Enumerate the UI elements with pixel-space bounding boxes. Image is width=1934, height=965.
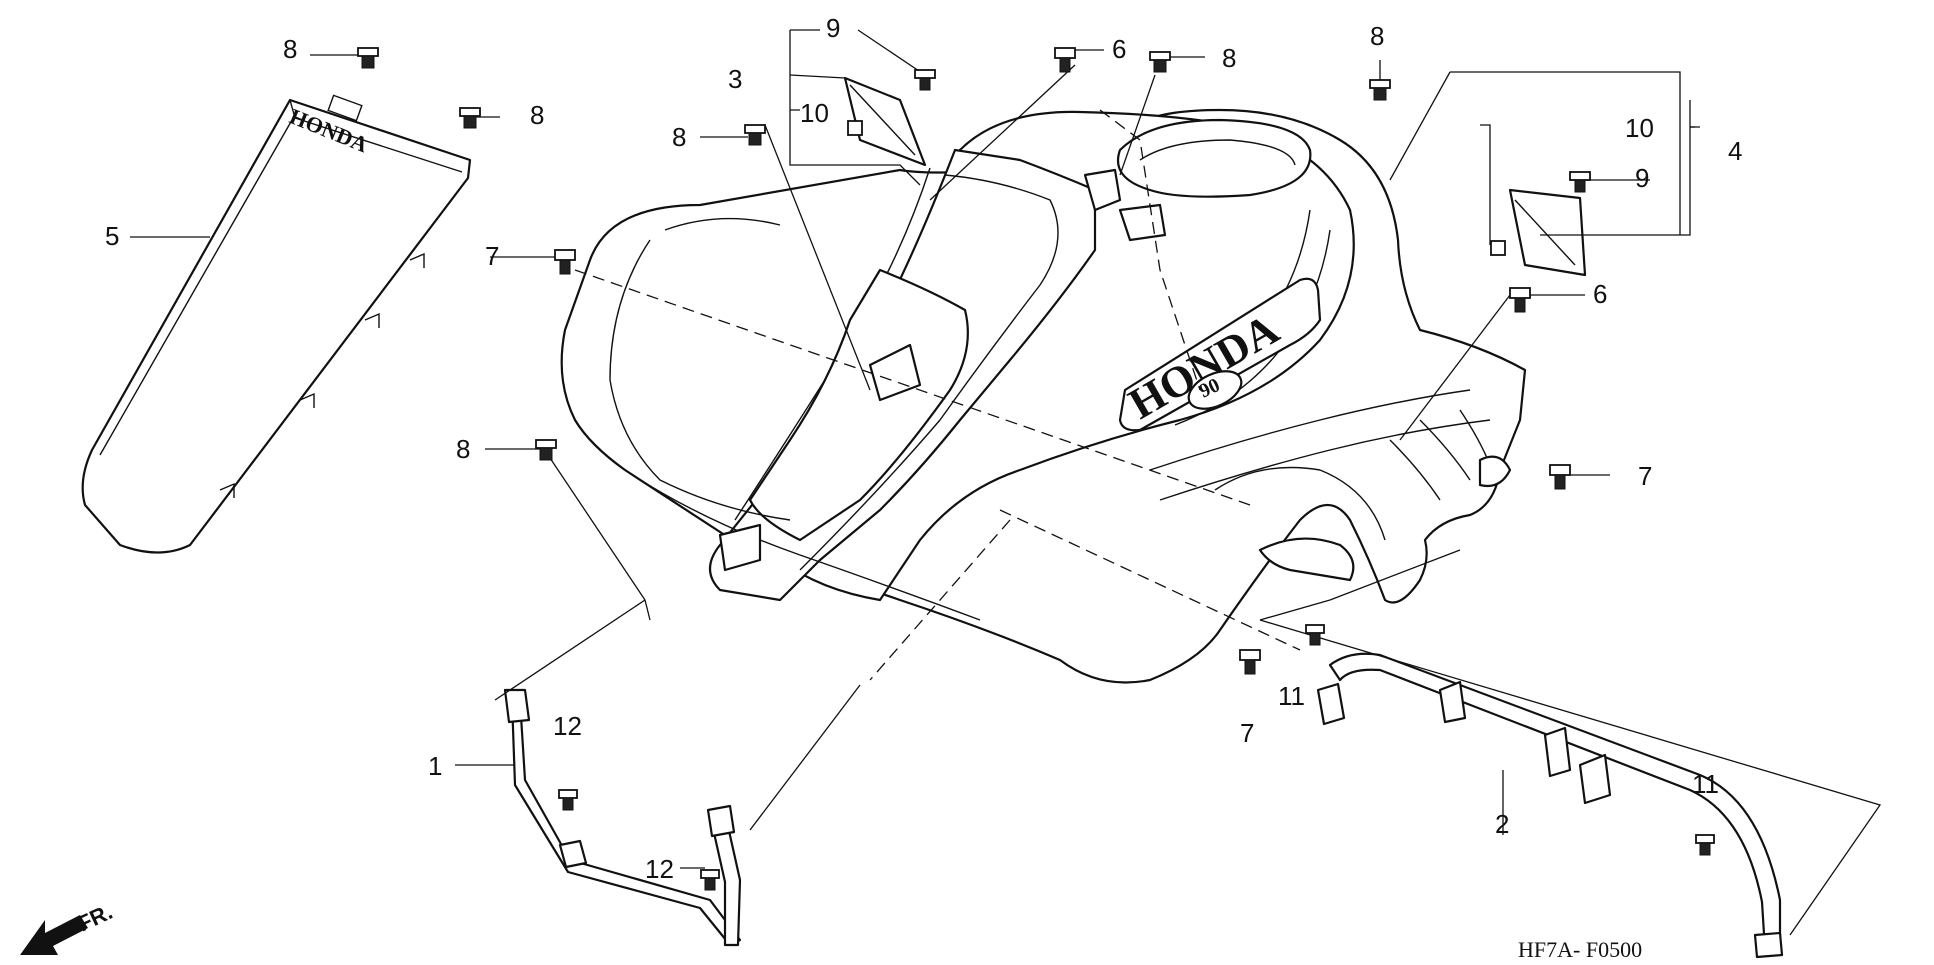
callout-12: 12 [553,711,582,741]
bolt-8-top-left [357,47,379,69]
nut-10-left [847,120,863,136]
callout-2: 2 [1495,809,1509,839]
bolt-8-lower-left [535,439,557,461]
callout-4: 4 [1728,136,1742,166]
bolt-8-mid [744,124,766,146]
callout-6: 6 [1112,34,1126,64]
callout-9: 9 [826,13,840,43]
bolt-9-right [1569,171,1591,193]
callout-9: 9 [1635,163,1649,193]
callout-7: 7 [1638,461,1652,491]
drawing-code: HF7A- F0500 [1518,937,1642,962]
callout-8: 8 [456,434,470,464]
callouts: 8 8 5 7 8 9 3 10 8 6 8 8 10 4 9 6 7 7 11… [105,13,1742,884]
callout-12: 12 [645,854,674,884]
bolt-6-top [1054,47,1076,73]
callout-11: 11 [1692,769,1719,799]
bolt-12-left [558,789,578,811]
callout-3: 3 [728,64,742,94]
callout-10: 10 [1625,113,1654,143]
bolt-6-right [1509,287,1531,313]
callout-8: 8 [1370,21,1384,51]
bolt-11-left [1305,624,1325,646]
bolt-7-left [554,249,576,275]
callout-8: 8 [672,122,686,152]
callout-7: 7 [485,241,499,271]
front-arrow-icon [20,915,88,955]
bolt-9-top [914,69,936,91]
callout-5: 5 [105,221,119,251]
bolt-7-bottom [1239,649,1261,675]
callout-1: 1 [428,751,442,781]
part-2-right-bracket [1316,652,1784,959]
callout-11: 11 [1278,681,1305,711]
part-5-front-flap: HONDA [81,94,472,554]
bolt-8-top-center [1149,51,1171,73]
callout-8: 8 [530,100,544,130]
part-1-left-bracket [503,688,742,947]
front-fender-body: HONDA 90 [560,108,1527,684]
callout-6: 6 [1593,279,1607,309]
callout-7: 7 [1240,718,1254,748]
callout-8: 8 [283,34,297,64]
bolt-8-flap [459,107,481,129]
bolt-8-top-right [1369,79,1391,101]
front-direction-indicator: FR. [20,899,116,955]
part-4-plate [1508,188,1587,277]
nut-10-right [1490,240,1506,256]
leader-lines [130,29,1882,936]
hardware [357,47,1715,891]
bolt-7-right [1549,464,1571,490]
part-3-plate [843,76,927,167]
callout-10: 10 [800,98,829,128]
bolt-12-right [700,869,720,891]
callout-8: 8 [1222,43,1236,73]
bolt-11-right [1695,834,1715,856]
